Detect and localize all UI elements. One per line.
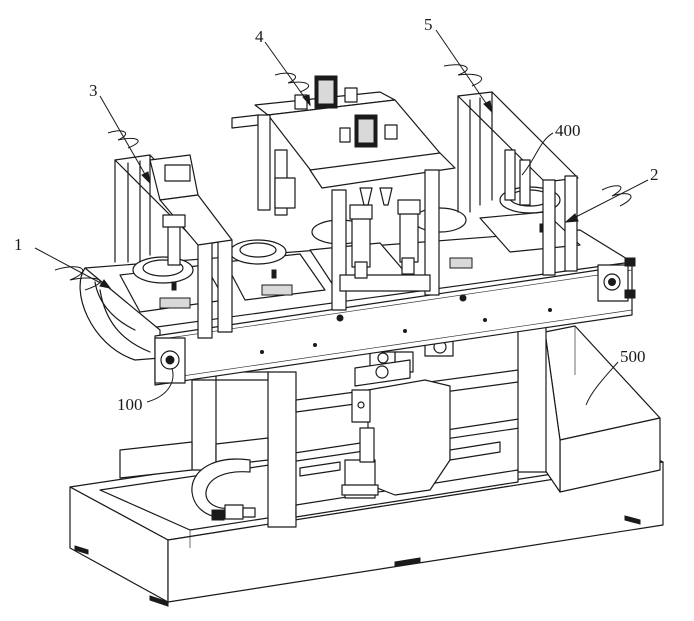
arrow-heads (99, 94, 579, 289)
drive-motor (299, 337, 501, 499)
collection-bin (544, 325, 661, 493)
label-400: 400 (555, 121, 581, 140)
label-500: 500 (620, 347, 646, 366)
leader-lines (34, 29, 649, 406)
air-hose (191, 458, 256, 521)
label-100: 100 (117, 395, 143, 414)
left-station-frame (114, 154, 233, 339)
label-3: 3 (89, 81, 98, 100)
part-labels: 1 2 3 4 5 100 400 500 (14, 15, 659, 414)
label-2: 2 (650, 165, 659, 184)
label-1: 1 (14, 235, 23, 254)
label-5: 5 (424, 15, 433, 34)
center-gantry (231, 75, 456, 311)
label-4: 4 (255, 27, 264, 46)
right-station-frame (457, 91, 579, 276)
